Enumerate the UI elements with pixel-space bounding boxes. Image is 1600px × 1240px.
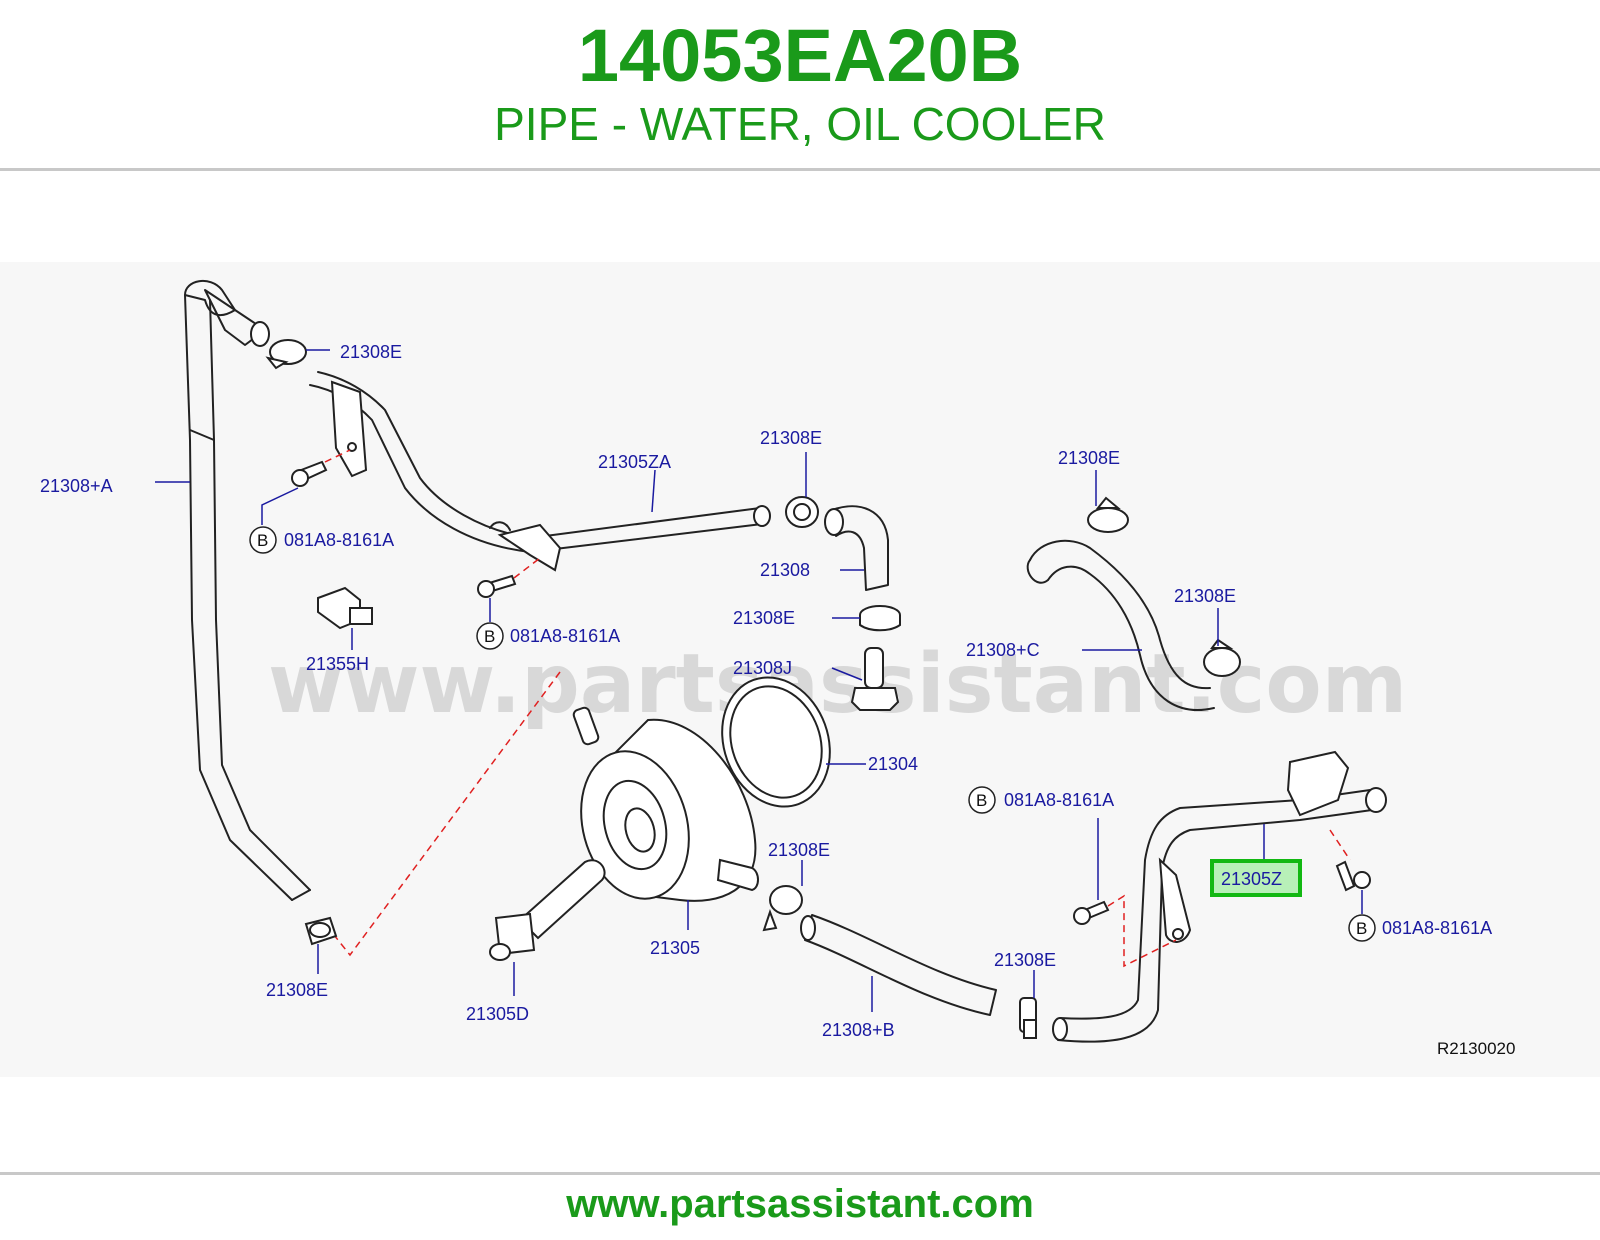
b-badge-right-1 <box>968 786 996 814</box>
bottom-divider <box>0 1172 1600 1175</box>
dash-bolt-left-2 <box>513 557 541 579</box>
label-clamp-21308e-bottom-right: 21308E <box>994 950 1056 970</box>
leader-bolt-left-1 <box>261 487 299 525</box>
dash-bolt-right-1 <box>1107 894 1177 968</box>
label-clamp-top-left: 21308E <box>340 342 402 362</box>
b-badge-left-2-letter: B <box>484 627 495 646</box>
pipe-21305z <box>1052 750 1387 1043</box>
hose-21308a <box>184 280 311 901</box>
bolt-right-1 <box>1073 900 1110 925</box>
b-badge-left-1-letter: B <box>257 531 268 550</box>
b-badge-right-1-letter: B <box>976 791 987 810</box>
label-pipe-21305z[interactable]: 21305Z <box>1221 869 1282 889</box>
reference-code: R2130020 <box>1437 1039 1515 1058</box>
hose-21308b <box>800 914 997 1016</box>
b-badge-left-2 <box>476 622 504 650</box>
hose-21308c <box>1026 539 1215 711</box>
part-name-subtitle: PIPE - WATER, OIL COOLER <box>494 98 1106 150</box>
bolt-left-1 <box>291 460 328 487</box>
label-bolt-left-2: 081A8-8161A <box>510 626 620 646</box>
hose-21308 <box>824 505 889 591</box>
part-number-title: 14053EA20B <box>577 14 1023 97</box>
label-clamp-21308e-center: 21308E <box>760 428 822 448</box>
clamp-21308e-bottom-left <box>304 916 338 946</box>
clamp-21308e-lower <box>762 885 803 932</box>
leader-connector-21308j <box>831 667 863 681</box>
oil-cooler-21305 <box>572 706 759 902</box>
watermark-text: www.partsassistant.com <box>268 637 1407 732</box>
b-badge-right-2-letter: B <box>1356 919 1367 938</box>
clamp-21308e-mid <box>859 605 901 632</box>
clamp-21308e-center <box>785 496 819 528</box>
connector-21308j <box>850 647 900 711</box>
label-bolt-left-1: 081A8-8161A <box>284 530 394 550</box>
label-bolt-21305d: 21305D <box>466 1004 529 1024</box>
bolt-21305d <box>489 859 606 961</box>
label-clamp-21308e-mid: 21308E <box>733 608 795 628</box>
pipe-21305za <box>309 371 771 572</box>
highlight-box-21305z[interactable] <box>1210 859 1302 897</box>
top-divider <box>0 168 1600 171</box>
label-hose-21308a: 21308+A <box>40 476 113 496</box>
label-bolt-right-1: 081A8-8161A <box>1004 790 1114 810</box>
label-connector-21308j: 21308J <box>733 658 792 678</box>
clamp-21308e-bottom-right <box>1019 997 1037 1039</box>
leader-pipe-21305za <box>651 469 656 513</box>
dash-cooler-to-clamp <box>329 671 561 957</box>
b-badge-left-1 <box>249 526 277 554</box>
dash-bolt-right-2 <box>1329 829 1351 861</box>
label-clamp-21308e-right-mid: 21308E <box>1174 586 1236 606</box>
label-hose-21308: 21308 <box>760 560 810 580</box>
bolt-right-2 <box>1335 860 1371 892</box>
footer-site-url[interactable]: www.partsassistant.com <box>566 1182 1034 1226</box>
label-clip-21355h: 21355H <box>306 654 369 674</box>
clamp-21308e-right-mid <box>1203 638 1241 677</box>
clamp-21308e-right-top <box>1087 496 1129 533</box>
label-clamp-21308e-right-top: 21308E <box>1058 448 1120 468</box>
label-cooler-21305: 21305 <box>650 938 700 958</box>
dash-bolt-left-1 <box>324 449 351 463</box>
parts-diagram: www.partsassistant.com <box>0 262 1600 1077</box>
clamp-top-left <box>265 339 307 370</box>
label-oring-21304: 21304 <box>868 754 918 774</box>
label-clamp-21308e-bottom-left: 21308E <box>266 980 328 1000</box>
label-bolt-right-2: 081A8-8161A <box>1382 918 1492 938</box>
label-hose-21308b: 21308+B <box>822 1020 895 1040</box>
clip-21355h <box>317 586 373 630</box>
label-pipe-21305za: 21305ZA <box>598 452 671 472</box>
label-clamp-21308e-lower: 21308E <box>768 840 830 860</box>
label-hose-21308c: 21308+C <box>966 640 1040 660</box>
oring-21304 <box>721 676 831 808</box>
b-badge-right-2 <box>1348 914 1376 942</box>
bolt-left-2 <box>477 574 517 598</box>
